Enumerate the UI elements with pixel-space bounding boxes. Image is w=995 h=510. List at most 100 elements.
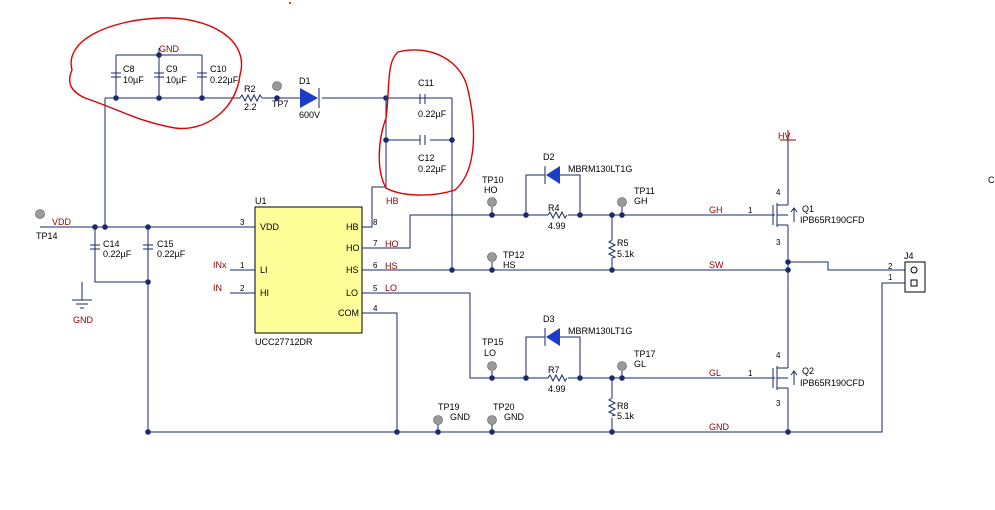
tp7-label: TP7 — [272, 99, 289, 109]
u1-pin1-num: 1 — [240, 261, 245, 270]
tp15-label: TP15 — [482, 337, 504, 347]
tp12-marker — [487, 252, 497, 262]
c8-ref: C8 — [123, 64, 135, 74]
testpoint-markers — [35, 81, 627, 425]
u1-part: UCC27712DR — [255, 337, 313, 347]
j4-pin2: 2 — [888, 262, 893, 271]
j4-connector-icon — [904, 261, 926, 293]
j4-pin1: 1 — [888, 273, 893, 282]
d2-diode-icon — [546, 166, 560, 184]
d1-value: 600V — [299, 110, 320, 120]
tp11-marker — [617, 197, 627, 207]
tp14-marker — [35, 209, 45, 219]
capacitor-symbols — [90, 72, 426, 250]
u1-pin-hb: HB — [346, 222, 359, 232]
q1-drain-pin: 4 — [776, 188, 781, 197]
u1-pin7-num: 7 — [373, 239, 378, 248]
d2-value: MBRM130LT1G — [568, 164, 632, 174]
r2-value: 2.2 — [244, 102, 257, 112]
q1-ref: Q1 — [802, 204, 814, 214]
junctions — [92, 52, 791, 435]
q1-mosfet-icon — [760, 200, 798, 232]
q1-gate-pin: 1 — [748, 206, 753, 215]
net-hb: HB — [386, 196, 399, 206]
c12-value: 0.22µF — [418, 164, 447, 174]
r5-value: 5.1k — [617, 249, 635, 259]
c14-ref: C14 — [103, 239, 120, 249]
net-inx: INx — [213, 260, 227, 270]
tp11-net: GH — [634, 196, 648, 206]
tp10-marker — [487, 197, 497, 207]
u1-pin-lo: LO — [346, 288, 358, 298]
edge-text: C — [988, 175, 995, 185]
net-sw: SW — [709, 260, 724, 270]
net-hv: HV — [778, 131, 791, 141]
r2-ref: R2 — [244, 84, 256, 94]
r4-value: 4.99 — [548, 221, 566, 231]
r7-value: 4.99 — [548, 384, 566, 394]
tp20-label: TP20 — [493, 402, 515, 412]
u1-pin6-num: 6 — [373, 261, 378, 270]
u1-pin-hi: HI — [260, 288, 269, 298]
u1-pin5-num: 5 — [373, 284, 378, 293]
d2-ref: D2 — [543, 152, 555, 162]
r7-ref: R7 — [548, 365, 560, 375]
u1-ic-body — [254, 206, 363, 334]
tp7-marker — [272, 81, 282, 91]
tp10-net: HO — [484, 185, 498, 195]
r8-value: 5.1k — [617, 411, 635, 421]
q2-source-pin: 3 — [776, 399, 781, 408]
annotation-circle-bootcaps — [378, 49, 475, 196]
u1-pin3-num: 3 — [240, 218, 245, 227]
d1-diode-icon — [300, 88, 318, 108]
net-gnd-top: GND — [159, 44, 180, 54]
u1-pin-com: COM — [338, 308, 359, 318]
hv-power-icon — [780, 130, 796, 141]
wires — [40, 48, 905, 433]
net-gnd-symbol: GND — [73, 315, 94, 325]
q2-mosfet-icon — [760, 350, 798, 392]
net-vdd: VDD — [52, 217, 72, 227]
q1-value: IPB65R190CFD — [800, 215, 865, 225]
c9-ref: C9 — [166, 64, 178, 74]
net-gnd-bus: GND — [709, 422, 730, 432]
net-ho: HO — [385, 239, 399, 249]
d3-ref: D3 — [543, 314, 555, 324]
u1-ref: U1 — [255, 196, 267, 206]
tp19-net: GND — [450, 412, 471, 422]
u1-pin-li: LI — [260, 265, 268, 275]
net-in: IN — [213, 283, 222, 293]
r8-ref: R8 — [617, 401, 629, 411]
tp17-net: GL — [634, 359, 646, 369]
r4-ref: R4 — [548, 203, 560, 213]
c15-ref: C15 — [157, 239, 174, 249]
tp15-marker — [487, 361, 497, 371]
q1-source-pin: 3 — [776, 238, 781, 247]
u1-pin-hs: HS — [346, 265, 359, 275]
diode-symbols — [300, 88, 560, 346]
d3-diode-icon — [546, 328, 560, 346]
net-gh: GH — [709, 205, 723, 215]
tp12-net: HS — [503, 260, 516, 270]
net-hs: HS — [385, 261, 398, 271]
q2-ref: Q2 — [802, 366, 814, 376]
c8-value: 10µF — [123, 75, 144, 85]
c11-value: 0.22µF — [418, 109, 447, 119]
j4-ref: J4 — [904, 251, 914, 261]
tp17-marker — [617, 361, 627, 371]
tp11-label: TP11 — [634, 186, 655, 196]
net-gl: GL — [709, 368, 721, 378]
ground-icon — [72, 299, 92, 309]
d1-ref: D1 — [299, 76, 311, 86]
tp20-net: GND — [504, 412, 525, 422]
u1-pin2-num: 2 — [240, 284, 245, 293]
tp10-label: TP10 — [482, 175, 504, 185]
c10-ref: C10 — [210, 64, 227, 74]
resistor-symbols — [239, 93, 617, 417]
c11-ref: C11 — [418, 78, 434, 88]
annotation-circle-caps — [68, 17, 243, 130]
stray-mark — [289, 2, 291, 4]
c10-value: 0.22µF — [210, 75, 239, 85]
tp12-label: TP12 — [503, 250, 525, 260]
